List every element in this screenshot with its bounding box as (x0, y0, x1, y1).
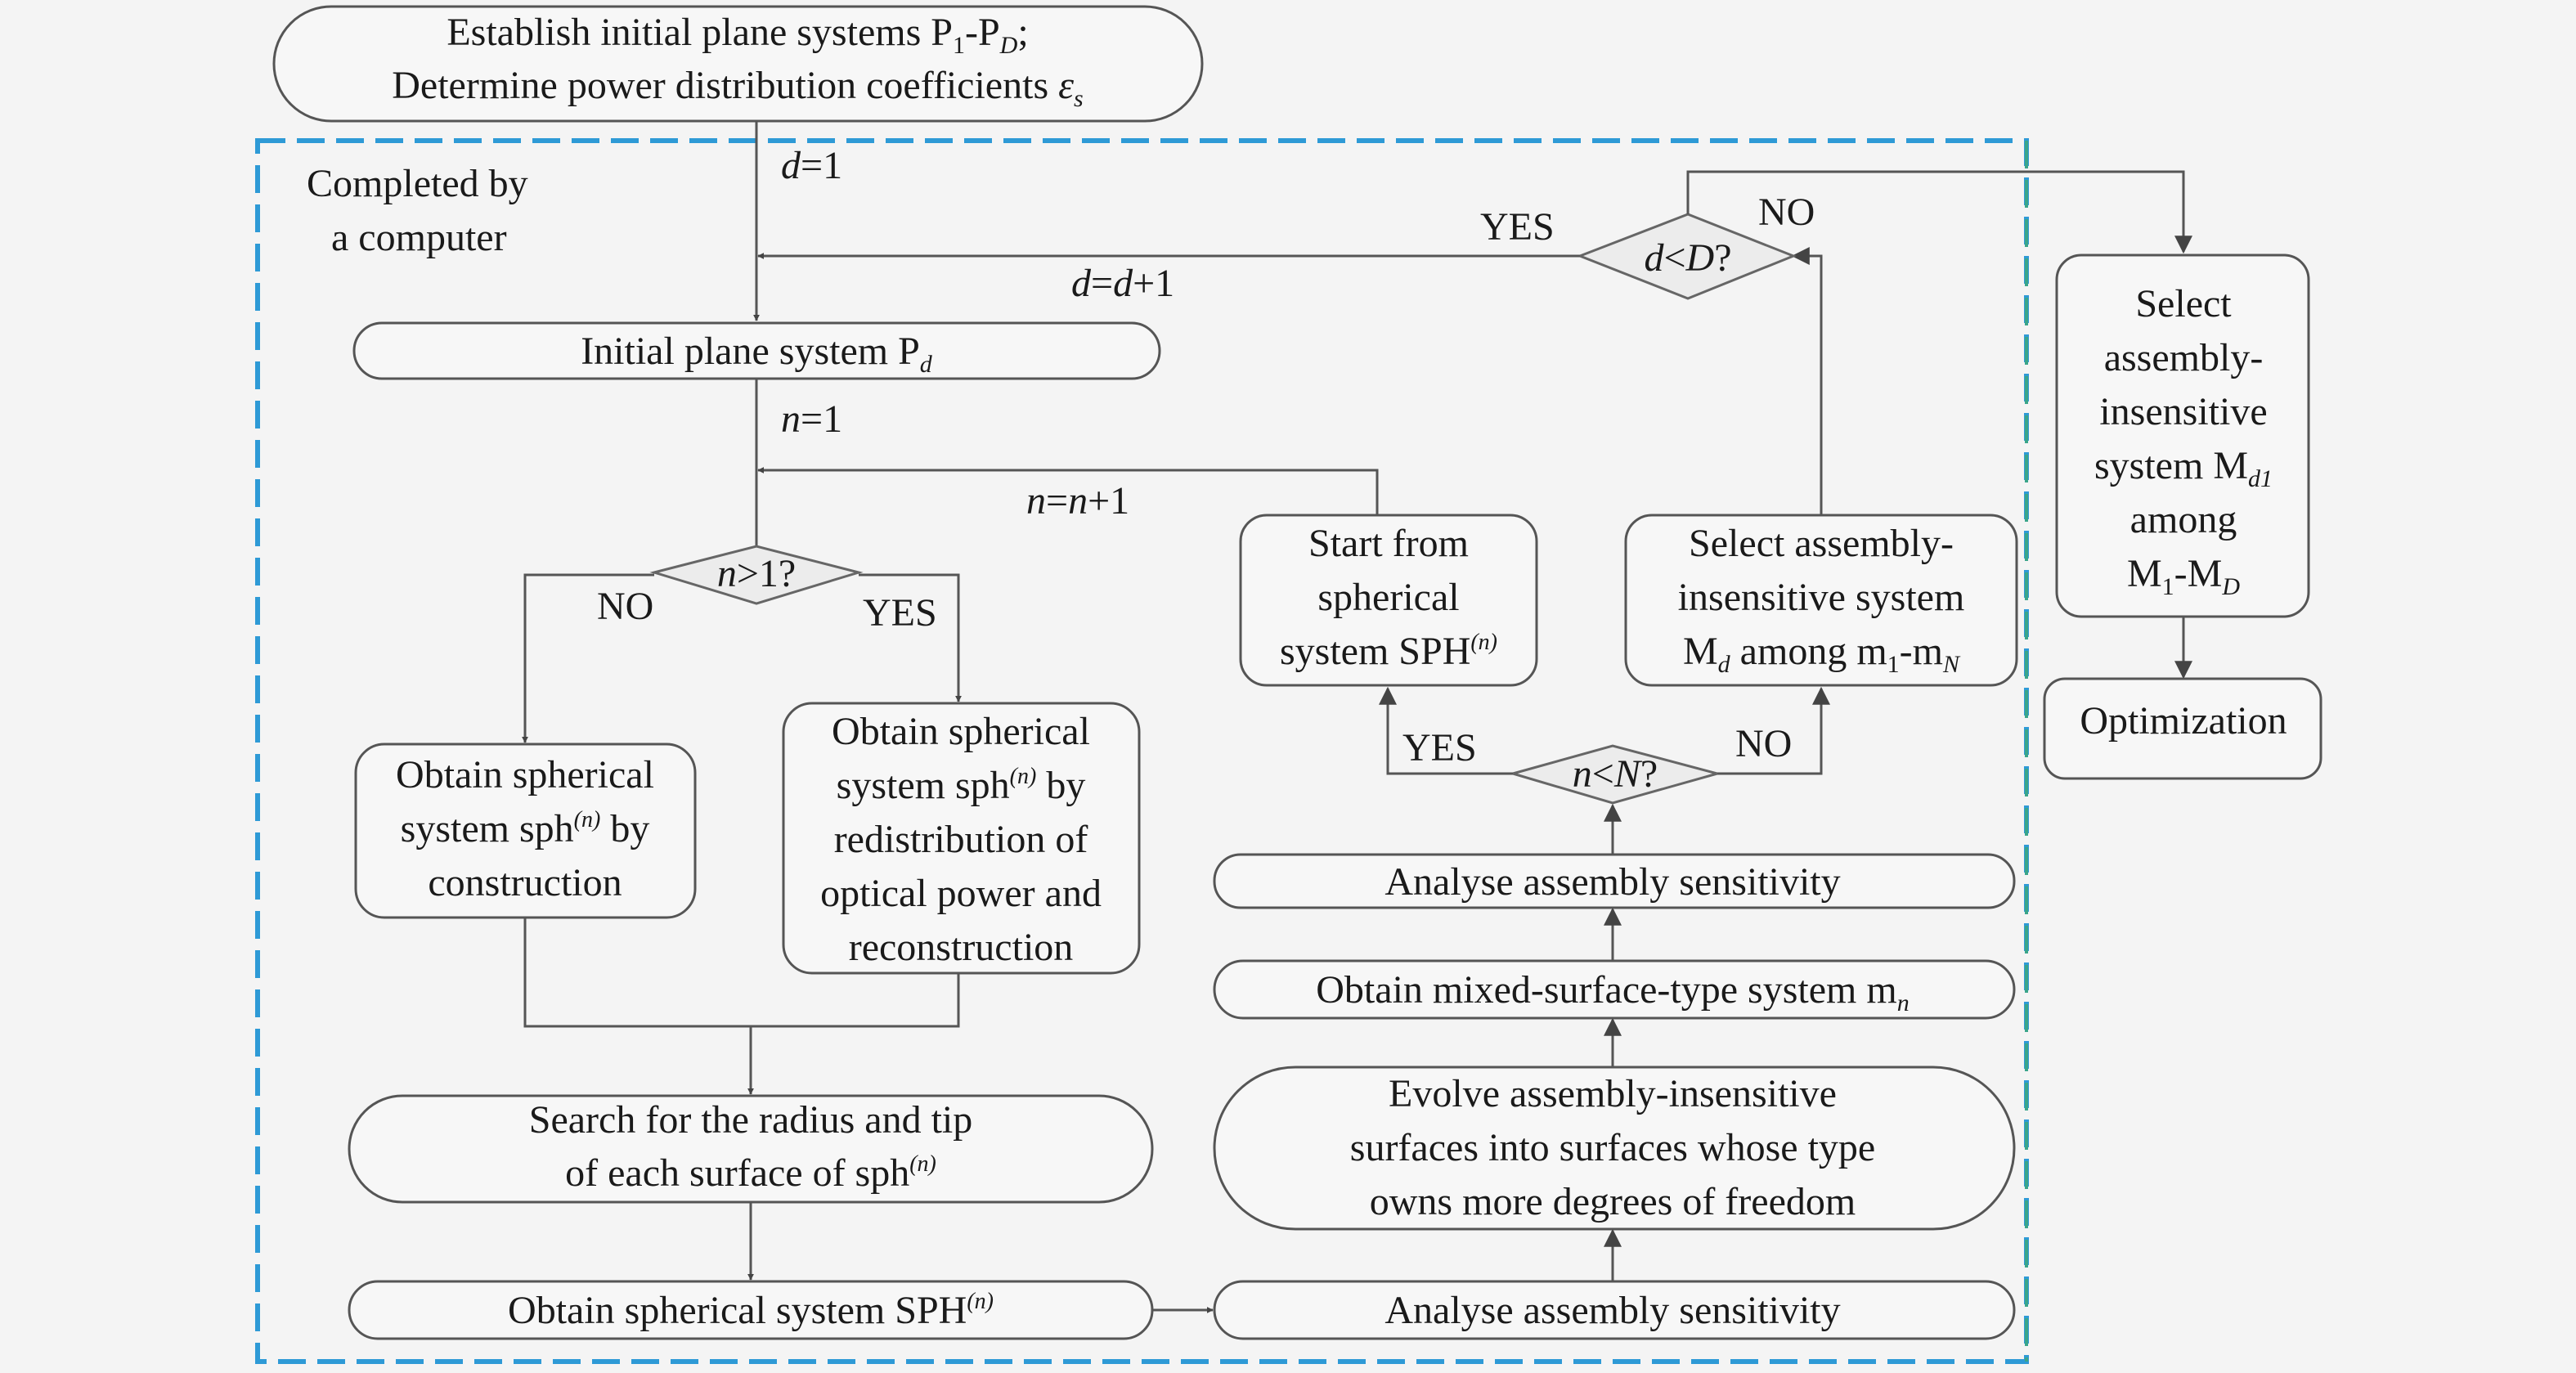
select-Md-line2: insensitive system (1678, 576, 1965, 619)
select-Md1-line4: system Md1 (2094, 444, 2273, 492)
obtain-SPH-label: Obtain spherical system SPH(n) (508, 1289, 994, 1332)
region-label-line1: Completed by (307, 162, 528, 205)
start-SPH-line1: Start from (1308, 522, 1469, 565)
line-merge-branches (523, 918, 960, 1028)
redistribute-line2: system sph(n) by (837, 764, 1086, 807)
redistribute-line4: optical power and (820, 872, 1102, 915)
redistribute-line5: reconstruction (849, 926, 1074, 969)
n-greater-1-decision (649, 545, 864, 605)
arrow-select-Md-to-dD (1791, 247, 1823, 515)
mixed-label: Obtain mixed-surface-type system mn (1316, 968, 1909, 1016)
analyse-bottom-box (1213, 1280, 2016, 1340)
n-less-N-text: n<N? (1573, 752, 1658, 796)
arrow-n-decision-yes (859, 573, 962, 702)
analyse-top-box (1213, 853, 2016, 909)
redistribute-line3: redistribution of (834, 818, 1088, 861)
d-less-D-decision (1576, 213, 1797, 300)
optimization-label: Optimization (2080, 699, 2287, 743)
construct-line1: Obtain spherical (396, 753, 654, 796)
region-label-line2: a computer (331, 216, 507, 259)
n-greater-1-text: n>1? (717, 552, 796, 595)
start-SPH-line2: spherical (1317, 576, 1459, 619)
construct-line3: construction (428, 861, 622, 904)
arrow-n-loop-back (757, 467, 1379, 515)
select-Md1-line2: assembly- (2104, 336, 2264, 379)
redistribute-box (782, 702, 1141, 975)
nN-no-label: NO (1735, 722, 1792, 765)
nN-yes-label: YES (1402, 726, 1477, 770)
arrow-nN-yes (1379, 686, 1513, 775)
evolve-line2: surfaces into surfaces whose type (1350, 1126, 1875, 1169)
d-yes-label: YES (1480, 205, 1555, 249)
start-box-line2: Determine power distribution coefficient… (392, 64, 1083, 112)
n-no-label: NO (597, 585, 653, 628)
n-inc-label: n=n+1 (1026, 479, 1129, 523)
select-Md-line1: Select assembly- (1689, 522, 1954, 565)
initial-plane-label: Initial plane system Pd (581, 330, 933, 378)
optimization-box (2043, 677, 2322, 780)
redistribute-line1: Obtain spherical (832, 710, 1090, 753)
start-SPH-box (1239, 514, 1538, 687)
analyse-bottom-label: Analyse assembly sensitivity (1384, 1289, 1840, 1332)
start-SPH-line3: system SPH(n) (1280, 630, 1497, 673)
search-line1: Search for the radius and tip (529, 1098, 972, 1142)
construct-line2: system sph(n) by (401, 807, 650, 850)
select-Md1-line1: Select (2135, 282, 2232, 325)
d-no-label: NO (1758, 191, 1815, 234)
start-box (272, 5, 1204, 123)
evolve-line3: owns more degrees of freedom (1370, 1180, 1856, 1223)
arrow-n-decision-no (522, 573, 654, 743)
analyse-top-label: Analyse assembly sensitivity (1384, 860, 1840, 904)
evolve-line1: Evolve assembly-insensitive (1389, 1072, 1837, 1115)
d-inc-label: d=d+1 (1071, 262, 1174, 305)
n-init-label: n=1 (781, 397, 842, 441)
arrow-nN-no (1717, 686, 1830, 775)
search-line2: of each surface of sph(n) (565, 1151, 936, 1195)
select-Md1-line6: M1-MD (2127, 552, 2240, 600)
n-yes-label: YES (863, 591, 937, 635)
select-Md-line3: Md among m1-mN (1683, 630, 1961, 678)
d-init-label: d=1 (781, 144, 842, 187)
select-Md1-line3: insensitive (2099, 390, 2267, 433)
mixed-box (1213, 959, 2016, 1020)
evolve-box (1213, 1066, 2016, 1231)
arrow-d-exit-to-Md1 (1686, 170, 2192, 254)
d-less-D-text: d<D? (1644, 236, 1731, 280)
select-Md1-line5: among (2130, 498, 2237, 541)
start-box-line1: Establish initial plane systems P1-PD; (447, 11, 1028, 59)
